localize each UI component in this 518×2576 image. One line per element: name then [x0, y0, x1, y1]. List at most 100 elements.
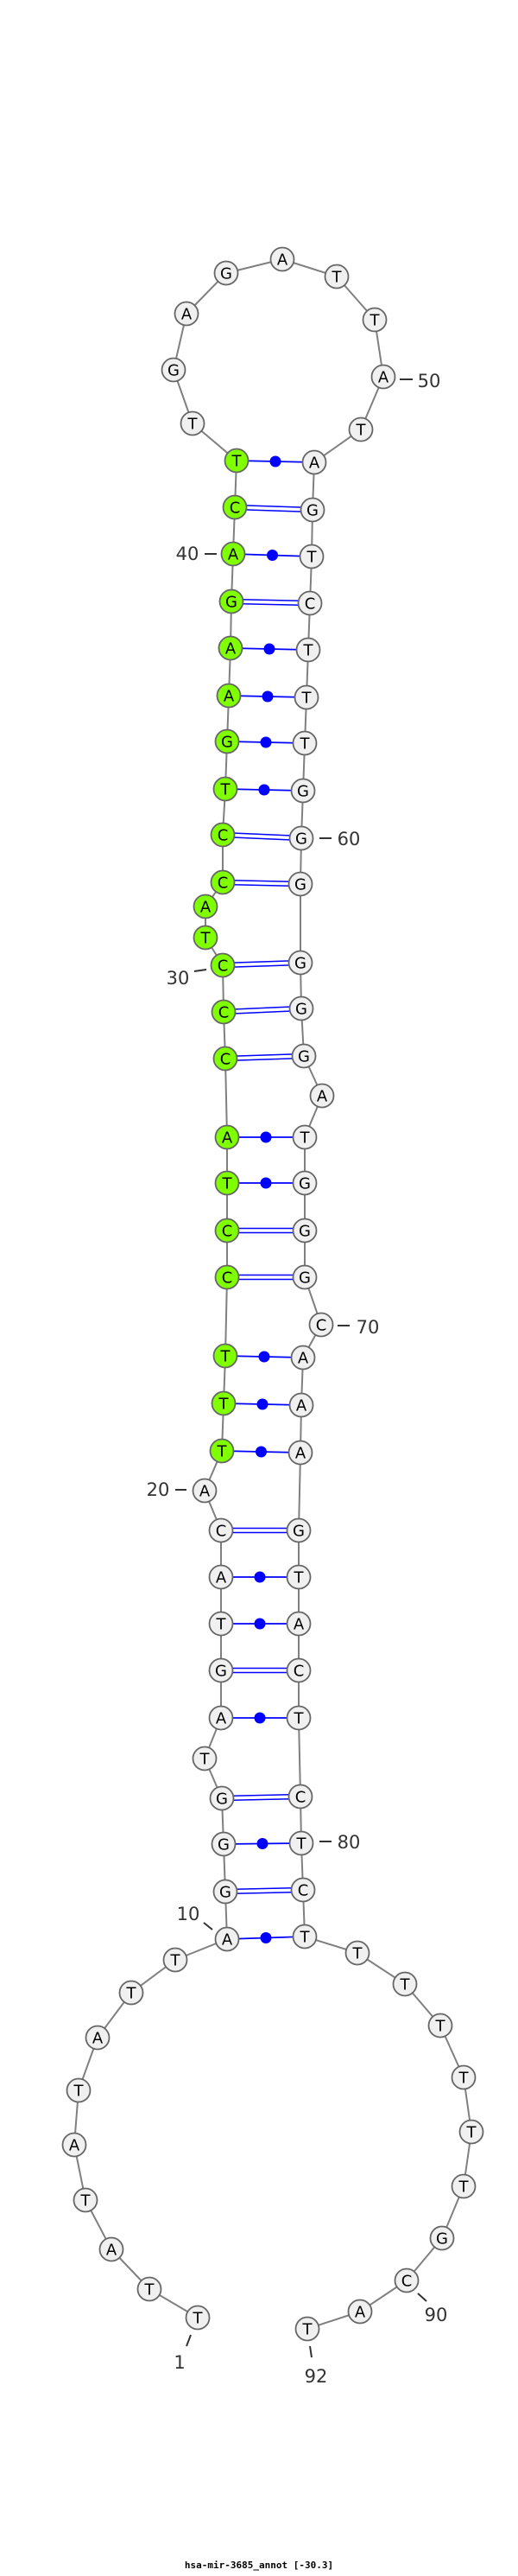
highlighted-nucleotide — [210, 952, 236, 978]
highlighted-nucleotide — [214, 1170, 240, 1196]
highlighted-nucleotide — [214, 1124, 240, 1150]
nucleotide — [394, 2268, 420, 2293]
nucleotide-letter: T — [466, 2124, 477, 2142]
pair-dot — [260, 736, 272, 748]
nucleotide-letter: G — [215, 1663, 227, 1681]
gc-pair-line — [231, 602, 311, 607]
structure-caption: hsa-mir-3685_annot [-30.3] — [184, 2560, 334, 2571]
pair-dot — [256, 1398, 268, 1410]
nucleotide — [301, 449, 327, 475]
nucleotide-letter: T — [294, 1569, 305, 1587]
highlighted-nucleotide — [222, 494, 248, 520]
nucleotide-letter: G — [294, 955, 306, 973]
backbone-segment — [298, 1452, 301, 1531]
nucleotide — [348, 417, 374, 442]
gc-pair-line — [224, 1053, 305, 1058]
backbone-segment — [298, 1717, 301, 1797]
pair-dot — [260, 1131, 272, 1143]
nucleotide-letter: G — [295, 830, 307, 849]
nucleotide — [287, 1440, 313, 1466]
highlighted-nucleotide — [209, 1438, 235, 1464]
nucleotide — [344, 1940, 370, 1966]
nucleotide-letter: C — [295, 1789, 306, 1807]
gc-pair-line — [221, 1793, 301, 1797]
nucleotide-letter: T — [458, 2178, 470, 2197]
nucleotide-letter: T — [301, 690, 313, 708]
pair-dot — [256, 1838, 268, 1849]
nucleotide — [291, 1043, 317, 1069]
nucleotide-letter: T — [300, 735, 311, 754]
nucleotide-letter: T — [332, 269, 343, 287]
pair-dot — [269, 455, 281, 467]
nucleotide — [209, 1785, 235, 1811]
nucleotide — [162, 1947, 188, 1973]
nucleotide-letter: C — [298, 1882, 309, 1900]
nucleotide — [269, 246, 295, 272]
nucleotide-letter: C — [216, 1523, 227, 1541]
nucleotide — [290, 778, 316, 804]
nucleotide-letter: T — [356, 422, 367, 440]
nucleotide — [286, 1705, 312, 1731]
nucleotide — [208, 1564, 234, 1590]
nucleotide-letter: A — [224, 688, 235, 706]
nucleotide — [66, 2077, 92, 2103]
nucleotide — [180, 410, 205, 436]
nucleotide — [211, 1831, 237, 1857]
nucleotide — [292, 1124, 318, 1150]
pair-dot — [263, 643, 275, 655]
nucleotide — [292, 1264, 318, 1290]
nucleotide-letter: T — [306, 549, 318, 567]
nucleotide-letter: T — [187, 416, 199, 434]
highlighted-nucleotide — [211, 999, 237, 1025]
gc-pair-line — [222, 831, 302, 837]
highlighted-nucleotide — [214, 1264, 240, 1290]
nucleotide-letter: T — [80, 2192, 92, 2210]
nucleotide-letter: G — [297, 783, 309, 801]
nucleotide — [292, 1218, 318, 1243]
nucleotide — [347, 2299, 373, 2325]
nucleotide-letter: T — [352, 1945, 363, 1963]
gc-pair-line — [224, 1891, 304, 1895]
gc-pair-line — [222, 964, 301, 969]
gc-pair-line — [224, 1057, 305, 1062]
nucleotide — [286, 1517, 312, 1543]
nucleotide-letter: T — [220, 1348, 231, 1366]
nucleotide — [324, 264, 350, 289]
nucleotide — [290, 1345, 316, 1371]
nucleotide — [192, 1478, 218, 1504]
pair-dot — [260, 1177, 272, 1189]
highlighted-nucleotide — [224, 448, 250, 474]
highlighted-nucleotide — [211, 1390, 237, 1416]
position-label: 20 — [147, 1479, 170, 1500]
position-label: 1 — [174, 2352, 185, 2373]
pair-dot — [254, 1618, 266, 1630]
nucleotide — [208, 1705, 234, 1731]
position-label: 80 — [338, 1832, 361, 1853]
nucleotide — [287, 950, 313, 976]
highlighted-nucleotide — [212, 1046, 238, 1072]
nucleotide-letter: T — [300, 1929, 311, 1947]
nucleotide-letter: A — [294, 1616, 305, 1634]
nucleotide — [287, 1784, 313, 1810]
nucleotide — [370, 364, 396, 390]
gc-pair-line — [223, 1005, 302, 1011]
position-tick — [186, 2334, 192, 2347]
backbone-segment — [224, 1276, 228, 1357]
pair-dot — [262, 690, 274, 703]
pair-dot — [254, 1571, 266, 1583]
nucleotide-letter: C — [218, 1004, 230, 1022]
pair-dot — [260, 1932, 272, 1943]
highlighted-nucleotide — [193, 894, 218, 919]
nucleotide-letter: G — [295, 1001, 307, 1019]
nucleotide-letter: C — [222, 1269, 233, 1288]
nucleotide — [292, 1170, 318, 1196]
nucleotide — [300, 497, 325, 523]
gc-pair-line — [234, 504, 313, 509]
nucleotide — [208, 1657, 234, 1683]
nucleotide — [362, 307, 388, 333]
nucleotide-letter: T — [170, 1952, 181, 1970]
gc-pair-line — [222, 959, 301, 964]
nucleotide — [213, 260, 239, 286]
nucleotide — [286, 1564, 312, 1590]
